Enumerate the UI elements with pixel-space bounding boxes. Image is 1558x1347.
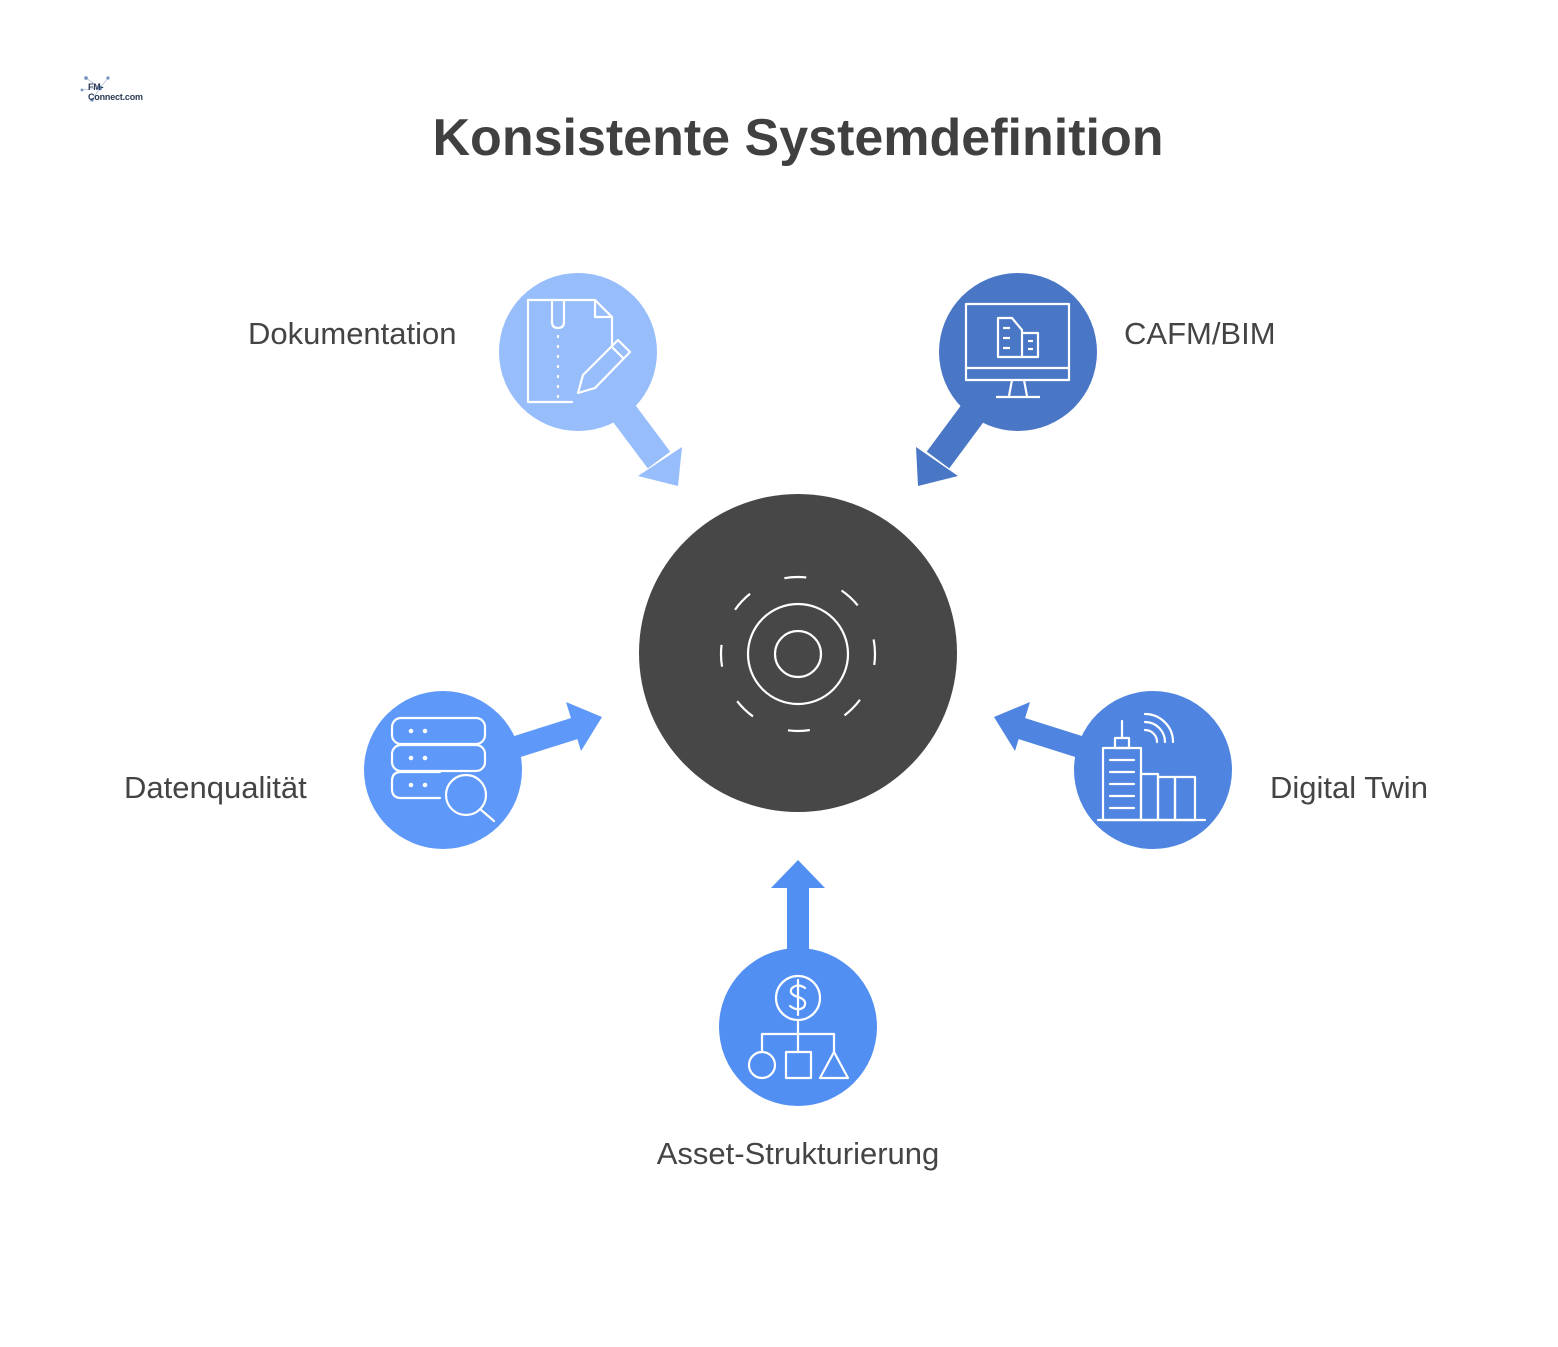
monitor-building-icon (964, 302, 1071, 399)
node-daten (364, 691, 522, 849)
building-signal-icon (1096, 712, 1207, 822)
target-icon (719, 575, 877, 733)
node-twin (1074, 691, 1232, 849)
label-cafm-bim: CAFM/BIM (1124, 316, 1276, 351)
arrow-asset (771, 860, 825, 966)
node-doc (499, 273, 657, 431)
label-dokumentation: Dokumentation (248, 316, 457, 351)
logo-text: FM-Connect.com (88, 82, 143, 102)
node-cafm (939, 273, 1097, 431)
page-title: Konsistente Systemdefinition (432, 109, 1164, 167)
label-digital-twin: Digital Twin (1270, 770, 1428, 805)
asset-hierarchy-icon (747, 974, 850, 1080)
document-edit-icon (526, 298, 632, 404)
node-asset (719, 948, 877, 1106)
center-node (639, 494, 957, 812)
logo-network-icon (80, 76, 110, 102)
label-datenqualitaet: Datenqualität (124, 770, 307, 805)
label-asset-strukturierung: Asset-Strukturierung (656, 1136, 940, 1171)
database-search-icon (390, 716, 496, 823)
fm-connect-logo: FM-Connect.com (78, 72, 148, 106)
